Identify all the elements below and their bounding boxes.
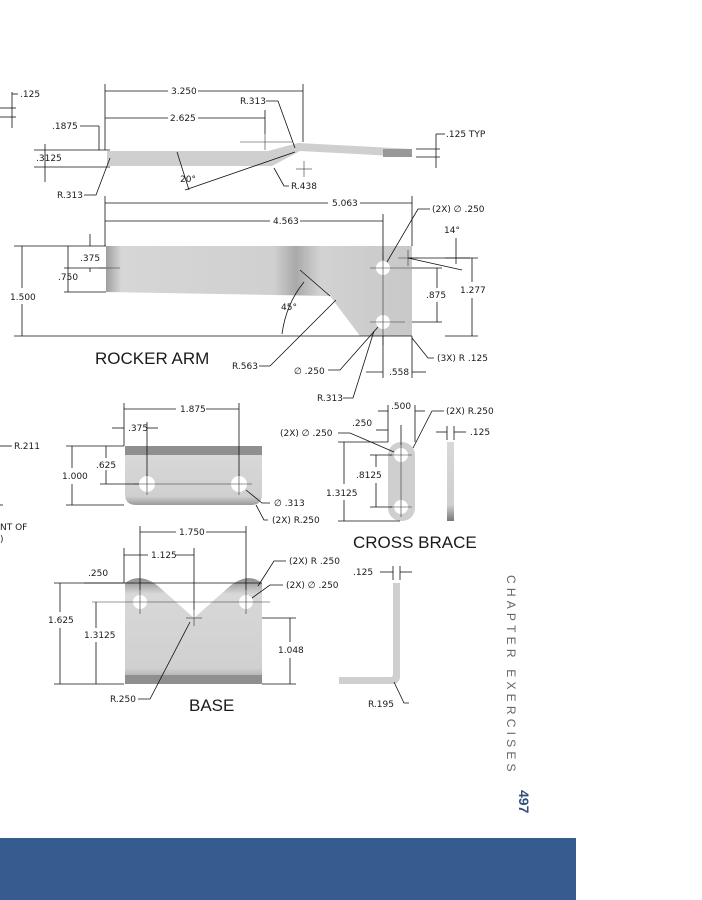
base-part: 1.750 1.125 .250 (2X) R .250 (2X) ∅ .250… [48, 526, 340, 715]
rocker-arm-top-view: 3.250 R.313 2.625 .1875 .3125 R.313 20° … [34, 84, 486, 201]
page-number-text: 497 [516, 790, 532, 814]
base-body [125, 578, 262, 684]
dim-1-3125-base: 1.3125 [84, 631, 116, 641]
margin-radius-211: R.211 [14, 442, 40, 452]
dim-1-625: 1.625 [48, 616, 74, 626]
dim-500: .500 [391, 402, 411, 412]
dim-125-typ: .125 TYP [446, 130, 486, 140]
page-number: 497 [516, 790, 536, 820]
rocker-top-strip [107, 143, 412, 166]
margin-note-line2: ) [0, 535, 4, 545]
base-title: BASE [189, 696, 234, 715]
side-label-text: CHAPTER EXERCISES [504, 575, 518, 776]
dim-r313-top: R.313 [240, 97, 266, 107]
dim-1-500: 1.500 [10, 293, 36, 303]
left-margin-fragments: .125 R.211 NT OF ) [0, 90, 40, 545]
dim-3x-r125: (3X) R .125 [437, 354, 488, 364]
dim-1-3125-brace: 1.3125 [326, 489, 358, 499]
margin-dim-125: .125 [20, 90, 40, 100]
dim-r313-front: R.313 [317, 394, 343, 404]
dim-holes-brace: (2X) ∅ .250 [280, 429, 333, 439]
dim-250-brace: .250 [352, 419, 372, 429]
dim-angle-20: 20° [180, 175, 196, 185]
dim-4-563: 4.563 [273, 217, 299, 227]
dim-holes-base: (2X) ∅ .250 [286, 581, 339, 591]
dim-1-000: 1.000 [62, 472, 88, 482]
dim-1-875: 1.875 [180, 405, 206, 415]
cross-brace-part: .500 .250 (2X) R.250 (2X) ∅ .250 .125 .8… [280, 402, 494, 552]
dim-5-063: 5.063 [332, 199, 358, 209]
l-bracket-part: .125 R.195 [339, 566, 412, 710]
dim-2x-r250-base: (2X) R .250 [289, 557, 340, 567]
cross-brace-edge-view [447, 442, 454, 521]
dim-250-base: .250 [88, 569, 108, 579]
dim-125-brace: .125 [470, 428, 490, 438]
upper-block-body [125, 446, 262, 505]
rocker-arm-front-view: 5.063 (2X) ∅ .250 4.563 14° .375 .750 1.… [10, 196, 488, 404]
dim-holes-250: (2X) ∅ .250 [432, 205, 485, 215]
dim-8125: .8125 [356, 471, 382, 481]
dim-r195: R.195 [368, 700, 394, 710]
dim-1-750: 1.750 [179, 528, 205, 538]
dim-r313-bottom: R.313 [57, 191, 83, 201]
dim-2x-r250-brace: (2X) R.250 [446, 407, 494, 417]
dim-1-125: 1.125 [151, 551, 177, 561]
rocker-arm-title: ROCKER ARM [95, 349, 209, 368]
dim-125-bracket: .125 [353, 568, 373, 578]
side-label: CHAPTER EXERCISES [504, 575, 528, 776]
dim-3-250: 3.250 [171, 87, 197, 97]
dim-3125: .3125 [36, 154, 62, 164]
cross-brace-plate [388, 442, 415, 521]
dim-1-277: 1.277 [460, 286, 486, 296]
dim-angle-14: 14° [444, 226, 460, 236]
footer-band [0, 838, 576, 900]
dim-r438: R.438 [291, 182, 317, 192]
dim-1875: .1875 [52, 122, 78, 132]
margin-note-line1: NT OF [0, 523, 27, 533]
dim-2x-r250-block: (2X) R.250 [272, 516, 320, 526]
rocker-front-body [106, 246, 412, 336]
dim-r563: R.563 [232, 362, 258, 372]
upper-block-part: 1.875 .375 .625 1.000 ∅ .313 (2X) R.250 [62, 403, 320, 526]
cross-brace-title: CROSS BRACE [353, 533, 477, 552]
l-bracket-body [339, 583, 400, 684]
dim-dia-250: ∅ .250 [294, 367, 325, 377]
dim-r250-base: R.250 [110, 695, 136, 705]
dim-375-block: .375 [128, 424, 148, 434]
dim-625: .625 [96, 461, 116, 471]
dim-1-048: 1.048 [278, 646, 304, 656]
dim-dia-313: ∅ .313 [274, 499, 305, 509]
dim-875: .875 [426, 291, 446, 301]
dim-2-625: 2.625 [170, 114, 196, 124]
dim-375: .375 [80, 254, 100, 264]
dim-558: .558 [389, 368, 409, 378]
